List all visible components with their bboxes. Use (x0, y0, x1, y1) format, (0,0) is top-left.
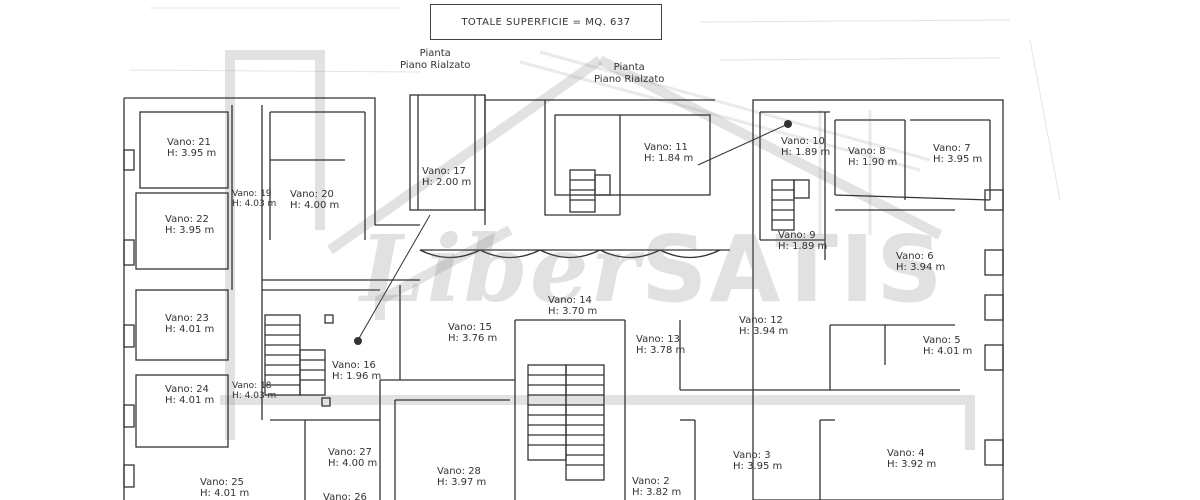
right-plan-title: Pianta Piano Rialzato (594, 62, 665, 85)
marker-dot (784, 120, 792, 128)
leader-lines (357, 123, 789, 341)
left-plan-title: Pianta Piano Rialzato (400, 48, 471, 71)
walls (123, 94, 1004, 500)
total-surface-box: TOTALE SUPERFICIE = MQ. 637 (430, 4, 662, 40)
total-surface-label: TOTALE SUPERFICIE = MQ. 637 (461, 16, 631, 28)
scan-marks (129, 7, 1061, 201)
watermark-text: LiberSATIS (360, 215, 945, 323)
marker-dot (354, 337, 362, 345)
room-label: Vano: 26 (323, 492, 367, 500)
